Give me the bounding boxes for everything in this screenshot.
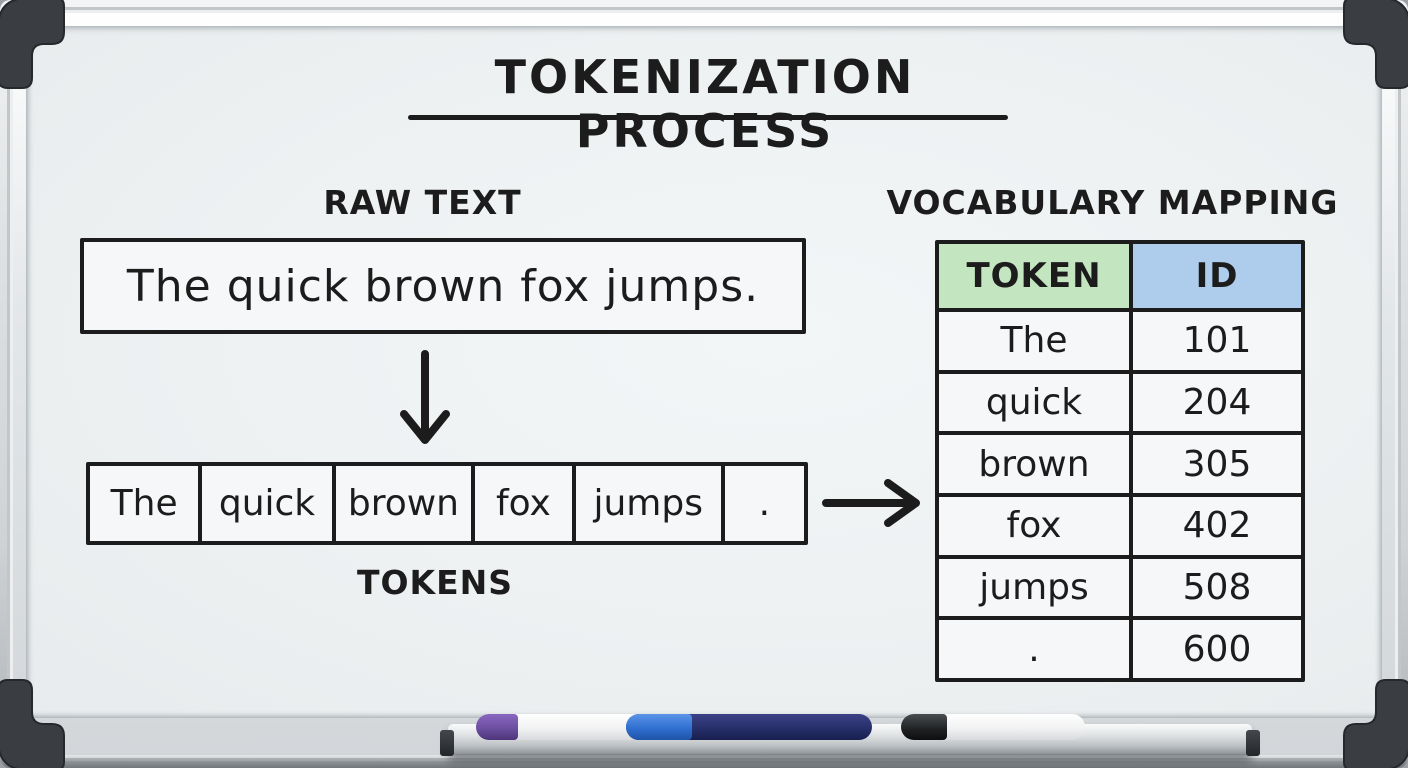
table-cell-id: 402 — [1129, 493, 1301, 555]
token-row: The quick brown fox jumps . — [86, 462, 808, 545]
marker-tray — [440, 714, 1260, 760]
frame-bottom-shadow — [0, 754, 1408, 768]
raw-text-sentence: The quick brown fox jumps. — [126, 260, 760, 312]
token-cell: The — [110, 483, 178, 524]
token-cell: jumps — [571, 466, 721, 541]
table-cell-id: 101 — [1129, 308, 1301, 370]
table-cell-id: 305 — [1129, 431, 1301, 493]
marker-purple-cap — [476, 714, 518, 740]
table-cell-token: fox — [939, 493, 1129, 555]
table-header-token: TOKEN — [939, 244, 1129, 308]
table-cell-id: 204 — [1129, 369, 1301, 432]
tray-end-bracket — [1246, 730, 1260, 756]
title-underline — [408, 115, 1008, 120]
table-cell-token: brown — [939, 431, 1129, 493]
vocabulary-mapping-label: VOCABULARY MAPPING — [886, 183, 1339, 222]
tray-end-bracket — [440, 730, 454, 756]
frame-corner-cap — [1343, 0, 1408, 89]
table-cell-id: 508 — [1129, 554, 1301, 617]
token-cell: brown — [331, 466, 471, 541]
frame-corner-cap — [1343, 679, 1408, 768]
marker-blue-cap — [626, 714, 692, 740]
table-cell-token: jumps — [939, 554, 1129, 617]
token-cell: fox — [471, 466, 572, 541]
frame-corner-cap — [0, 679, 65, 768]
vocabulary-table: TOKEN ID The 101 quick 204 brown 305 fox… — [935, 240, 1305, 682]
marker-purple — [476, 714, 648, 740]
raw-text-box: The quick brown fox jumps. — [80, 238, 806, 334]
token-cell: quick — [198, 466, 332, 541]
token-cell: . — [720, 466, 804, 541]
down-arrow-icon — [400, 350, 450, 444]
table-cell-token: quick — [939, 369, 1129, 432]
marker-blue — [626, 714, 872, 740]
table-header-id: ID — [1129, 244, 1301, 308]
table-cell-token: The — [939, 308, 1129, 370]
marker-black-cap — [901, 714, 947, 740]
tokens-label: TOKENS — [356, 563, 514, 602]
raw-text-label: RAW TEXT — [323, 183, 522, 222]
frame-corner-cap — [0, 0, 65, 89]
table-cell-id: 600 — [1129, 616, 1301, 678]
diagram-title: TOKENIZATION PROCESS — [494, 50, 916, 158]
marker-black — [901, 714, 1085, 740]
table-cell-token: . — [939, 616, 1129, 678]
right-arrow-icon — [822, 479, 920, 527]
